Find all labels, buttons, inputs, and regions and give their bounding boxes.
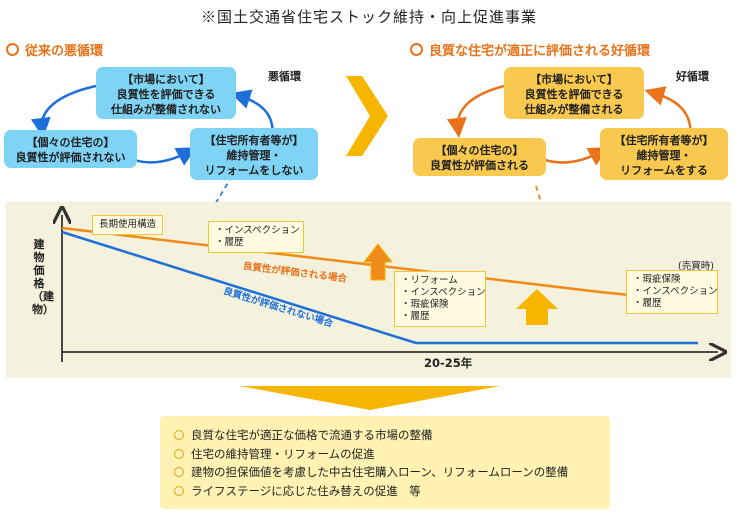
measure-text: ライフステージに応じた住み替えの促進 等 (191, 483, 421, 498)
circle-bullet-icon (174, 430, 184, 440)
note-item: ・瑕疵保険 (401, 299, 449, 310)
box-line: 【市場において】 (530, 73, 618, 86)
box-line: 【個々の住宅の】 (26, 136, 115, 149)
note-item: ・瑕疵保険 (633, 274, 681, 285)
box-line: 良質性が評価される (430, 159, 529, 172)
box-line: 仕組みが整備されない (111, 103, 221, 116)
left-individual-box: 【個々の住宅の】 良質性が評価されない (4, 130, 137, 168)
measures-box: 良質な住宅が適正な価格で流通する市場の整備 住宅の維持管理・リフォームの促進 建… (160, 416, 610, 509)
left-cycle-label: 悪循環 (268, 70, 301, 83)
measure-item: 良質な住宅が適正な価格で流通する市場の整備 (174, 426, 596, 445)
left-cycle-arrow-1 (30, 84, 97, 138)
measure-item: 住宅の維持管理・リフォームの促進 (174, 445, 596, 464)
circle-bullet-icon (174, 467, 184, 477)
box-line: 【住宅所有者等が】 (614, 134, 714, 147)
box-line: 維持管理・ (636, 149, 692, 162)
box-line: 維持管理・ (226, 149, 282, 162)
box-line: 【住宅所有者等が】 (204, 134, 304, 147)
box-line: 良質性を評価できる (116, 88, 216, 101)
left-dashed-arrow (182, 175, 233, 270)
right-heading-text: 良質な住宅が適正に評価される好循環 (429, 44, 651, 59)
reform-note: ・リフォーム ・インスペクション ・瑕疵保険 ・履歴 (394, 271, 486, 327)
up-arrow-small (362, 243, 394, 281)
inspection-note: ・インスペクション ・履歴 (208, 221, 304, 253)
note-item: ・履歴 (633, 298, 662, 309)
right-market-box: 【市場において】 良質性を評価できる 仕組みが整備される (504, 67, 644, 119)
left-heading: 従来の悪循環 (6, 40, 103, 59)
sale-time-label: (売買時) (678, 261, 714, 272)
note-item: ・履歴 (401, 311, 430, 322)
box-line: リフォームをする (620, 164, 708, 177)
page-title: ※国土交通省住宅ストック維持・向上促進事業 (200, 8, 537, 26)
measure-text: 建物の担保価値を考慮した中古住宅購入ローン、リフォームローンの整備 (191, 465, 569, 479)
note-text: 長期使用構造 (99, 219, 157, 230)
note-item: ・インスペクション (633, 286, 718, 297)
box-line: 良質性を評価できる (524, 88, 624, 101)
measure-text: 良質な住宅が適正な価格で流通する市場の整備 (191, 428, 433, 442)
box-line: 【市場において】 (122, 73, 210, 86)
box-line: リフォームをしない (204, 164, 304, 177)
good-value-line (61, 226, 641, 298)
note-item: ・インスペクション (401, 287, 486, 298)
right-heading: 良質な住宅が適正に評価される好循環 (410, 40, 650, 59)
circle-bullet-icon (410, 43, 423, 56)
right-cycle-label: 好循環 (676, 70, 709, 83)
box-line: 良質性が評価されない (15, 151, 126, 164)
left-cycle-arrow-2 (134, 147, 197, 166)
measure-item: 建物の担保価値を考慮した中古住宅購入ローン、リフォームローンの整備 (174, 463, 596, 482)
box-line: 仕組みが整備される (524, 103, 624, 116)
note-item: ・履歴 (215, 237, 244, 248)
left-owner-box: 【住宅所有者等が】 維持管理・ リフォームをしない (190, 128, 318, 180)
measure-text: 住宅の維持管理・リフォームの促進 (191, 446, 375, 461)
left-market-box: 【市場において】 良質性を評価できる 仕組みが整備されない (96, 67, 236, 119)
transition-arrow (346, 76, 388, 156)
right-cycle-arrow-1 (446, 84, 505, 138)
up-arrow-large (516, 289, 558, 325)
y-axis-label: 建物価格（建物） (32, 238, 54, 316)
circle-bullet-icon (6, 43, 19, 56)
left-heading-text: 従来の悪循環 (25, 44, 104, 59)
measure-item: ライフステージに応じた住み替えの促進 等 (174, 482, 596, 501)
note-item: ・リフォーム (401, 275, 458, 286)
right-individual-box: 【個々の住宅の】 良質性が評価される (413, 138, 546, 176)
sale-note: ・瑕疵保険 ・インスペクション ・履歴 (626, 270, 718, 314)
circle-bullet-icon (174, 485, 184, 496)
box-line: 【個々の住宅の】 (435, 144, 524, 157)
right-owner-box: 【住宅所有者等が】 維持管理・ リフォームをする (600, 128, 728, 180)
bad-value-line (61, 230, 698, 345)
x-axis-label: 20-25年 (424, 356, 473, 370)
down-arrow (240, 386, 500, 410)
note-item: ・インスペクション (215, 225, 300, 236)
circle-bullet-icon (174, 448, 184, 459)
right-cycle-arrow-2 (544, 147, 609, 166)
long-term-note: 長期使用構造 (92, 215, 164, 235)
